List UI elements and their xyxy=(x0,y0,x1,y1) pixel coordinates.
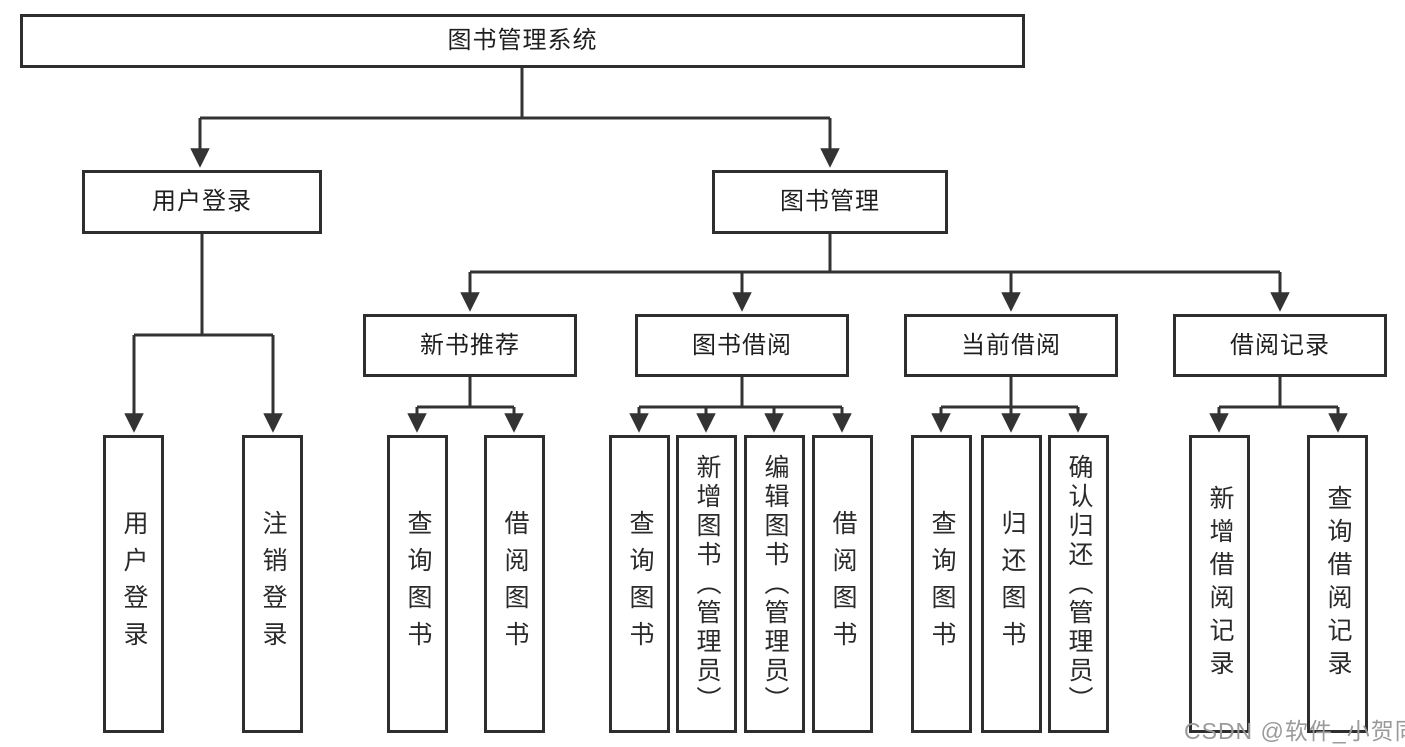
leaf-label: 新增借阅记录 xyxy=(1206,485,1234,683)
node-current-borrowing: 当前借阅 xyxy=(904,314,1118,377)
leaf-label: 查询图书 xyxy=(404,510,432,658)
node-user-login: 用户登录 xyxy=(82,170,322,234)
leaf-label: 借阅图书 xyxy=(829,510,857,658)
leaf-record-add: 新增借阅记录 xyxy=(1189,435,1250,733)
leaf-record-query: 查询借阅记录 xyxy=(1307,435,1368,733)
leaf-current-return: 归还图书 xyxy=(981,435,1042,733)
leaf-newbook-query: 查询图书 xyxy=(387,435,448,733)
csdn-watermark: CSDN @软件_小贺同学 xyxy=(1184,718,1405,744)
node-root-system: 图书管理系统 xyxy=(20,14,1025,68)
leaf-borrow-edit-admin: 编辑图书（管理员） xyxy=(744,435,805,733)
leaf-borrow-add-admin: 新增图书（管理员） xyxy=(676,435,737,733)
node-borrowing-records: 借阅记录 xyxy=(1173,314,1387,377)
leaf-current-confirm-admin: 确认归还（管理员） xyxy=(1048,435,1109,733)
leaf-label: 归还图书 xyxy=(998,510,1026,658)
node-new-book-recommend: 新书推荐 xyxy=(363,314,577,377)
leaf-label: 确认归还（管理员） xyxy=(1065,453,1093,715)
leaf-label: 新增图书（管理员） xyxy=(693,453,721,715)
leaf-label: 借阅图书 xyxy=(501,510,529,658)
leaf-label: 查询图书 xyxy=(626,510,654,658)
leaf-user-login: 用户登录 xyxy=(103,435,164,733)
leaf-label: 用户登录 xyxy=(120,510,148,658)
leaf-logout: 注销登录 xyxy=(242,435,303,733)
leaf-label: 注销登录 xyxy=(259,510,287,658)
leaf-borrow-query: 查询图书 xyxy=(609,435,670,733)
node-book-management: 图书管理 xyxy=(712,170,948,234)
node-book-borrowing: 图书借阅 xyxy=(635,314,849,377)
leaf-label: 查询图书 xyxy=(928,510,956,658)
leaf-label: 编辑图书（管理员） xyxy=(761,453,789,715)
leaf-newbook-borrow: 借阅图书 xyxy=(484,435,545,733)
leaf-current-query: 查询图书 xyxy=(911,435,972,733)
leaf-label: 查询借阅记录 xyxy=(1324,485,1352,683)
leaf-borrow-book: 借阅图书 xyxy=(812,435,873,733)
